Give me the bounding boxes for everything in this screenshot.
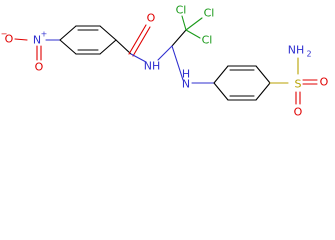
bond-no-single <box>14 38 28 41</box>
charge-minus: − <box>1 30 8 39</box>
atom-cl-1: Cl <box>176 4 187 17</box>
atom-o-nitro-bottom: O <box>35 61 44 74</box>
aniline-ring <box>191 65 271 101</box>
bond-ch-ccl3 <box>171 29 187 47</box>
atom-nh2: NH <box>288 44 305 57</box>
bond-nh-ch <box>157 45 173 61</box>
atom-cl-3: Cl <box>202 34 213 47</box>
atom-o-sulfonyl-bottom: O <box>294 106 303 119</box>
ring2-bond-6 <box>213 82 229 101</box>
bond-c-cl1 <box>181 15 187 31</box>
bond-c-cl2 <box>185 17 203 31</box>
ring-bond-3 <box>99 25 117 41</box>
bond-c-nh <box>130 53 147 63</box>
molecule-svg: O − N + O O NH Cl Cl Cl H N NH 2 S O O <box>1 4 329 119</box>
ring2-bond-1 <box>213 65 229 84</box>
ring-bond-1 <box>59 25 77 41</box>
amide-bonds <box>115 24 173 63</box>
ring2-bond-4 <box>255 82 271 101</box>
atom-o-sulfonyl-right: O <box>320 76 329 89</box>
ring-bond-4 <box>99 39 117 55</box>
charge-plus: + <box>41 30 48 39</box>
ring2-bond-3 <box>255 65 271 84</box>
atom-labels: O − N + O O NH Cl Cl Cl H N NH 2 S O O <box>1 4 329 119</box>
nitrobenzene-ring <box>59 25 117 55</box>
atom-o-amide: O <box>147 12 156 25</box>
atom-n-nitro: N <box>33 34 41 47</box>
nitro-group-bonds <box>14 38 61 61</box>
atom-s: S <box>295 78 302 91</box>
bond-co-a <box>128 24 147 55</box>
atom-o-nitro-left: O <box>5 33 14 46</box>
atom-nh-amide: NH <box>144 60 161 73</box>
trichloro-bonds <box>171 15 203 81</box>
atom-n-amine: N <box>182 78 190 91</box>
bond-ring-carbonyl <box>115 39 132 55</box>
bond-co-b <box>132 26 151 57</box>
structure-diagram: O − N + O O NH Cl Cl Cl H N NH 2 S O O <box>1 4 329 119</box>
atom-h-amine: H <box>182 68 190 81</box>
atom-cl-2: Cl <box>204 7 215 20</box>
sulfonamide-bonds <box>269 57 318 105</box>
bond-c-cl3 <box>185 29 201 39</box>
bond-ch-nh <box>171 45 184 81</box>
ring-bond-6 <box>59 39 77 55</box>
atom-nh2-subscript: 2 <box>306 50 311 59</box>
